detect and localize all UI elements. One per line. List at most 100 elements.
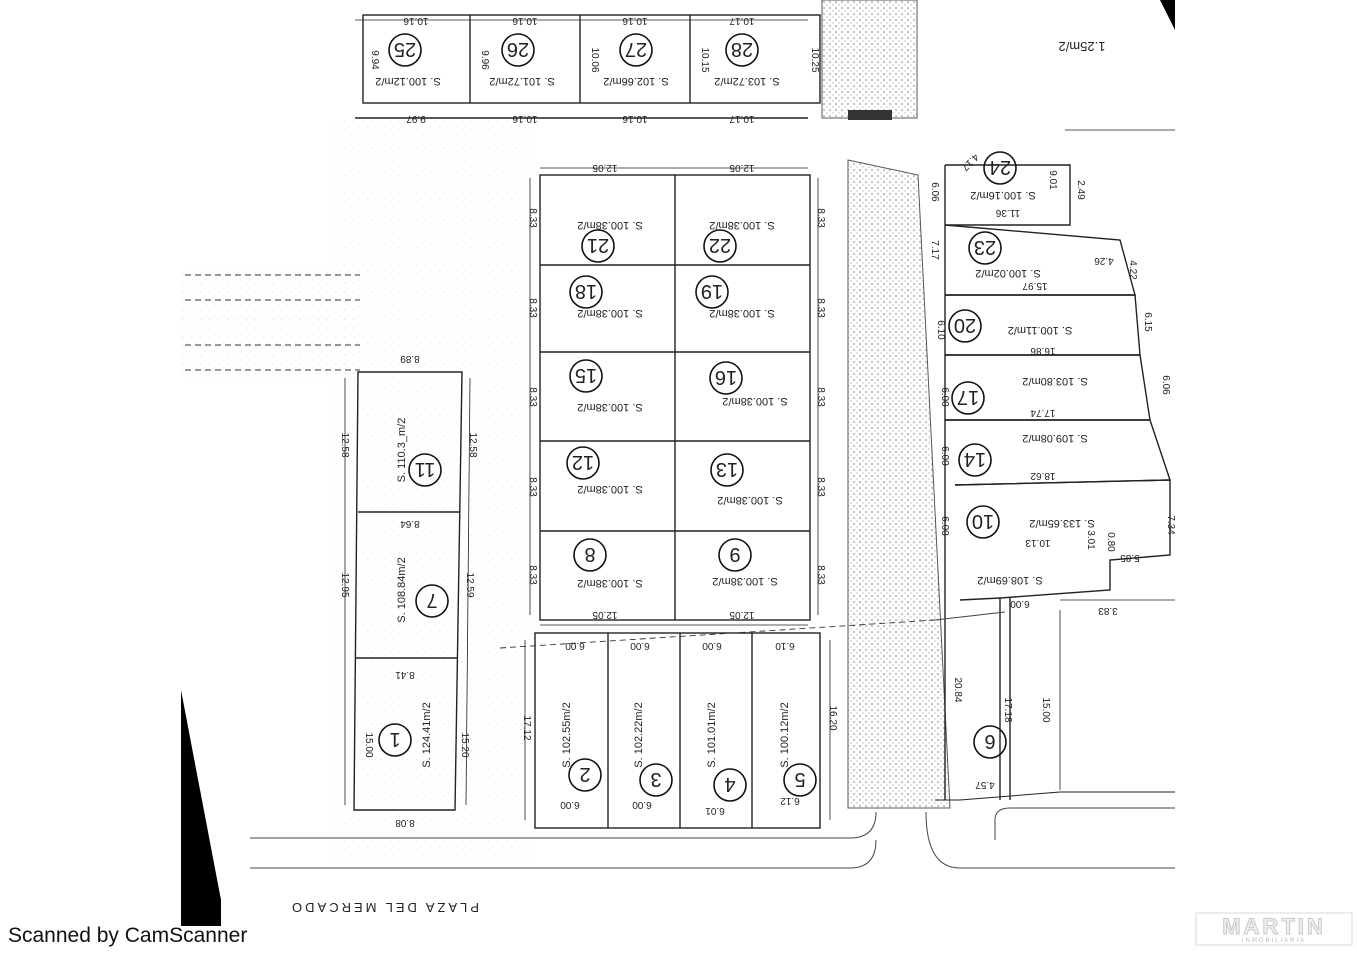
road-strip-main [847,159,951,809]
lot-number-7: 7 [415,584,449,618]
dimension-block-h-l-1: 8.33 [527,298,538,318]
martin-logo [1195,912,1353,946]
lot-area-23: S. 100.02m/2 [975,267,1040,279]
dimension-right-w-1: 15.97 [1022,280,1047,291]
lot-number-16: 16 [709,361,743,395]
dimension-bottom-hr: 16.20 [827,705,838,730]
lot-number-9: 9 [718,538,752,572]
dimension-lot11-hl: 12.58 [339,432,350,457]
dimension-block-w-bot-l: 12.05 [592,609,617,620]
lot-area-9: S. 100.38m/2 [712,575,777,587]
lot-area-8: S. 100.38m/2 [577,577,642,589]
lot-number-2: 2 [568,758,602,792]
lot-number-4: 4 [713,768,747,802]
lot-number-text: 6 [984,730,995,752]
dimension-lot7-hl: 12.95 [339,572,350,597]
lot-number-text: 4 [724,773,735,795]
road-strip-top [821,0,918,119]
lot-number-text: 27 [625,38,647,60]
lot-number-text: 1 [389,728,400,750]
dimension-right-misc-14: 17.18 [1002,697,1013,722]
dimension-block-h-l-0: 8.33 [527,208,538,228]
lot-number-text: 15 [575,364,597,386]
lot-area-24: S. 100.16m/2 [970,189,1035,201]
dimension-right-misc-15: 15.00 [1040,697,1051,722]
lot-number-1: 1 [378,723,412,757]
dimension-right-side-2: 6.10 [935,320,946,340]
dimension-lot7-hr: 12.59 [464,572,475,597]
dimension-right-w-2: 16.86 [1030,345,1055,356]
lot-area-28: S. 103.72m/2 [714,75,779,87]
lot-number-21: 21 [581,229,615,263]
scan-edge-left [181,690,221,926]
dimension-block-h-r-0: 8.33 [815,208,826,228]
dimension-top-bottom-1: 10.16 [512,113,537,124]
lot-area-18: S. 100.38m/2 [577,307,642,319]
lot-area-11: S. 110.3_m/2 [396,418,408,483]
dimension-top-3: 10.17 [729,15,754,26]
dimension-right-misc-4: 4.22 [1127,260,1138,280]
block-right [935,129,1175,801]
dimension-right-side-3: 6.00 [939,387,950,407]
dimension-lot1-hr: 15.20 [459,732,470,757]
dimension-bottom-w-1: 6.00 [630,640,650,651]
lot-number-14: 14 [958,443,992,477]
dimension-right-misc-8: 3.01 [1085,530,1096,550]
dimension-right-misc-3: 4.26 [1094,255,1114,266]
dimension-right-misc-9: 0.80 [1105,532,1116,552]
dimension-block-h-l-3: 8.33 [527,477,538,497]
lot-number-text: 16 [715,366,737,388]
lot-number-3: 3 [639,763,673,797]
dimension-right-misc-2: 4.17 [959,151,981,173]
block-left [344,371,471,811]
lot-area-22: S. 100.38m/2 [709,219,774,231]
lot-number-text: 3 [650,768,661,790]
dimension-top-side-0: 9.94 [369,50,380,70]
lot-area-21: S. 100.38m/2 [577,219,642,231]
dimension-top-1: 10.16 [512,15,537,26]
dimension-block-h-r-2: 8.33 [815,387,826,407]
dimension-right-side-4: 6.00 [939,446,950,466]
dimension-block-h-r-3: 8.33 [815,477,826,497]
lot-area-27: S. 102.66m/2 [603,75,668,87]
lot-number-text: 21 [587,234,609,256]
dimension-block-h-r-1: 8.33 [815,298,826,318]
lot-number-12: 12 [566,446,600,480]
lot-number-text: 20 [954,314,976,336]
dimension-top-bottom-3: 10.17 [729,113,754,124]
dimension-right-misc-7: 7.34 [1165,515,1176,535]
lot-number-text: 2 [579,763,590,785]
dimension-right-w-4: 18.62 [1030,470,1055,481]
dimension-lot11-hr: 12.58 [467,432,478,457]
lot-number-text: 14 [964,448,986,470]
lot-number-27: 27 [619,33,653,67]
dimension-right-side-0: 6.06 [929,182,940,202]
dimension-right-misc-5: 6.15 [1142,312,1153,332]
dimension-top-side-1: 9.96 [479,50,490,70]
lot-number-19: 19 [695,275,729,309]
dimension-left-mid1: 8.64 [400,518,420,529]
dimension-bottom-w2-1: 6.00 [632,799,652,810]
dimension-right-side-1: 7.17 [929,240,940,260]
lot-area-5: S. 100.12m/2 [779,702,791,767]
lot-area-25: S. 100.12m/2 [375,75,440,87]
dimension-left-top: 8.89 [400,353,420,364]
lot-area-1: S. 124.41m/2 [421,702,433,767]
lot-area-19: S. 100.38m/2 [709,307,774,319]
dimension-right-w-0: 11.36 [995,207,1020,218]
dimension-right-misc-10: 5.85 [1120,552,1140,563]
lot-number-5: 5 [783,763,817,797]
lot-number-22: 22 [703,229,737,263]
lot-area-12: S. 100.38m/2 [577,483,642,495]
lot-number-text: 23 [974,236,996,258]
dimension-right-misc-1: 2.49 [1075,180,1086,200]
lot-number-8: 8 [573,538,607,572]
dimension-right-misc-6: 6.06 [1160,375,1171,395]
block-center [529,167,819,626]
dimension-bottom-hl: 17.12 [521,715,532,740]
lot-area-4: S. 101.01m/2 [706,702,718,767]
lot-number-20: 20 [948,309,982,343]
dimension-block-h-l-2: 8.33 [527,387,538,407]
dimension-bottom-w-0: 6.00 [565,640,585,651]
dimension-block-w-top-r: 12.05 [729,162,754,173]
